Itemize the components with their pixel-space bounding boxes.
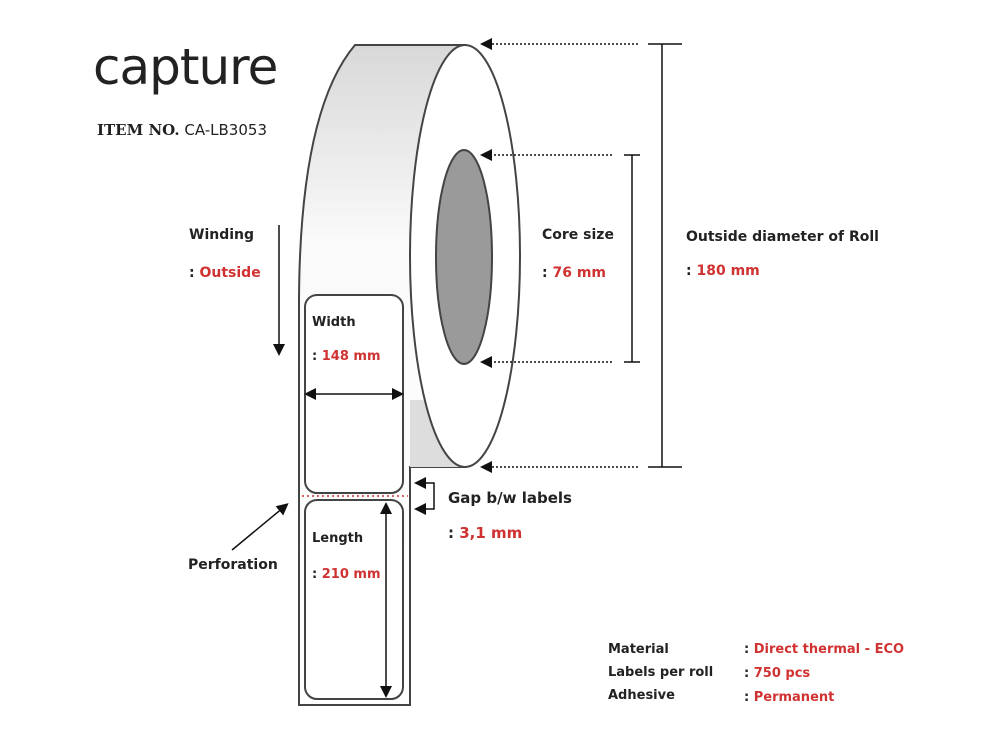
label-2 bbox=[304, 499, 404, 700]
core-value: : 76 mm bbox=[542, 265, 607, 281]
item-value: CA-LB3053 bbox=[184, 121, 267, 139]
spec-value: : Permanent bbox=[744, 690, 835, 705]
item-number: ITEM NO. CA-LB3053 bbox=[97, 121, 267, 139]
item-label: ITEM NO. bbox=[97, 121, 180, 139]
roll bbox=[298, 44, 521, 706]
gap-arrow bbox=[414, 477, 435, 515]
gap-value: : 3,1 mm bbox=[448, 524, 523, 542]
length-value: : 210 mm bbox=[312, 567, 381, 582]
core bbox=[435, 149, 493, 365]
perforation-label: Perforation bbox=[188, 557, 278, 573]
length-label: Length bbox=[312, 531, 364, 546]
core-label: Core size bbox=[542, 227, 614, 243]
spec-label: Material bbox=[608, 642, 669, 657]
outside-diameter-value: : 180 mm bbox=[686, 263, 760, 279]
width-label: Width bbox=[312, 315, 356, 330]
spec-value: : Direct thermal - ECO bbox=[744, 642, 905, 657]
perforation-arrow bbox=[231, 503, 289, 551]
capture-logo: capture bbox=[93, 38, 278, 96]
spec-label: Labels per roll bbox=[608, 665, 714, 680]
winding-label: Winding bbox=[189, 227, 255, 243]
gap-label: Gap b/w labels bbox=[448, 489, 572, 507]
spec-value: : 750 pcs bbox=[744, 666, 811, 681]
spec-label: Adhesive bbox=[608, 688, 675, 703]
winding-value: : Outside bbox=[189, 265, 261, 281]
width-value: : 148 mm bbox=[312, 349, 381, 364]
outside-diameter-label: Outside diameter of Roll bbox=[686, 229, 879, 245]
